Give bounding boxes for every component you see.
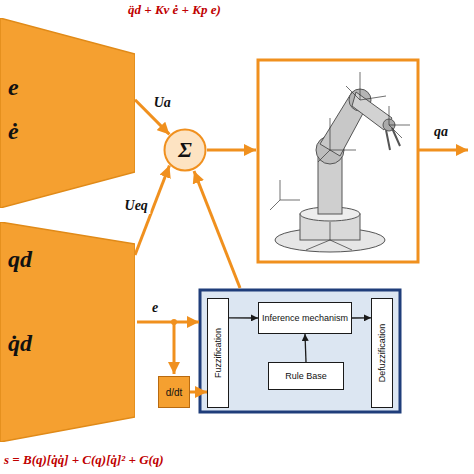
derivative-box: d/dt <box>158 376 190 408</box>
summing-junction: Σ <box>163 128 207 172</box>
node-text: ė <box>8 118 19 145</box>
signal-arrow <box>352 317 371 319</box>
node-text: q̇d <box>8 330 32 357</box>
node-text: Fuzzification <box>213 328 223 378</box>
derivative-branch-wire <box>173 322 176 374</box>
output-signal-name: qa <box>434 124 448 140</box>
trapezoid-shape <box>0 18 135 208</box>
node-text: d/dt <box>166 387 183 398</box>
signal-name: Ueq <box>123 198 150 214</box>
rule-base-box: Rule Base <box>268 362 344 390</box>
node-text: Inference mechanism <box>262 313 348 323</box>
node-text: Σ <box>178 137 192 163</box>
signal-arrow <box>229 317 258 319</box>
signal-arrow <box>305 334 306 362</box>
control-law-formula: q̈d + Kv ė + Kp e) <box>128 2 221 18</box>
error-wire <box>137 321 199 324</box>
node-text: qd <box>8 246 32 273</box>
gain-block: eė <box>0 18 135 208</box>
signal-arrow <box>190 391 207 394</box>
fuzzy-output-wire <box>194 171 240 288</box>
dynamics-formula: s = B(q)[q̇q̇] + C(q)[q̇]² + G(q) <box>4 452 164 468</box>
node-text: e <box>8 74 19 101</box>
defuzzification-box: Defuzzification <box>371 298 393 408</box>
output-wire <box>419 149 468 152</box>
robot-frame <box>258 60 418 262</box>
node-text: Rule Base <box>285 371 327 381</box>
robot-arm-illustration <box>270 72 410 252</box>
control-signal-wire <box>207 149 256 152</box>
error-signal-name: e <box>152 300 158 316</box>
fuzzification-box: Fuzzification <box>207 298 229 408</box>
fuzzy-controller-frame <box>200 290 400 412</box>
signal-name: Ua <box>152 95 173 111</box>
reference-block: qd q̇d <box>0 222 135 442</box>
inference-box: Inference mechanism <box>258 302 352 334</box>
node-text: Defuzzification <box>377 324 387 383</box>
